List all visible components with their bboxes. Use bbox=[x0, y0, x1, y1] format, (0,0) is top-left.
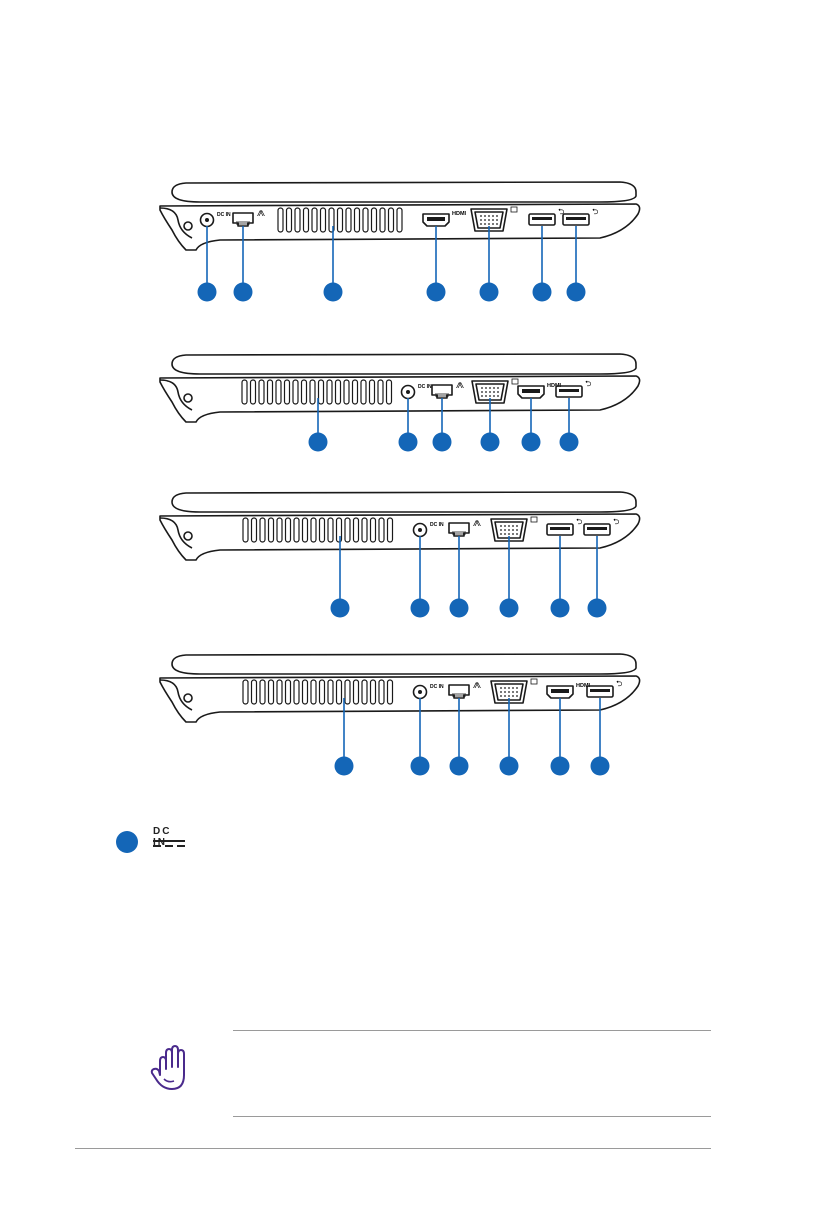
side-view-diagrams: DC IN ⨇ HDMI ⮌ ⮌ DC IN ⨇ HDMI ⮌ DC IN ⨇ ⮌ ⮌ DC IN ⨇ HDM… bbox=[159, 181, 641, 776]
callout-dot bbox=[449, 756, 469, 776]
usb-port bbox=[586, 685, 614, 698]
callout-dot-icon bbox=[116, 831, 138, 853]
laptop-base bbox=[159, 375, 641, 423]
air-vents bbox=[242, 517, 249, 543]
svg-text:DC IN: DC IN bbox=[430, 522, 444, 528]
svg-text:HDMI: HDMI bbox=[576, 683, 591, 689]
lan-port bbox=[448, 522, 470, 537]
callout-dot bbox=[410, 756, 430, 776]
laptop-lid bbox=[171, 181, 637, 203]
vga-icon bbox=[510, 206, 518, 213]
callout-dot bbox=[323, 282, 343, 302]
display-output bbox=[490, 680, 528, 704]
left-side-view-4: DC IN ⨇ HDMI ⮌ bbox=[159, 653, 641, 776]
laptop-base bbox=[159, 675, 641, 723]
vga-icon bbox=[530, 516, 538, 523]
footer-rule bbox=[75, 1148, 711, 1149]
lan-port bbox=[232, 212, 254, 227]
usb-port bbox=[583, 523, 611, 536]
callout-dot bbox=[587, 598, 607, 618]
vga-icon bbox=[530, 678, 538, 685]
callout-dot bbox=[233, 282, 253, 302]
usb-port bbox=[546, 523, 574, 536]
svg-text:DC IN: DC IN bbox=[217, 212, 231, 218]
lan-port bbox=[431, 384, 453, 399]
hdmi-port bbox=[546, 685, 574, 699]
callout-dot bbox=[330, 598, 350, 618]
left-side-view-3: DC IN ⨇ ⮌ ⮌ bbox=[159, 491, 641, 618]
callout-dot bbox=[499, 598, 519, 618]
usb-icon: ⮌ bbox=[585, 379, 591, 388]
callout-dot bbox=[532, 282, 552, 302]
display-output bbox=[471, 380, 509, 404]
laptop-base bbox=[159, 203, 641, 251]
lan-icon: ⨇ bbox=[473, 519, 481, 528]
laptop-lid bbox=[171, 491, 637, 513]
usb-port bbox=[562, 213, 590, 226]
callout-dot bbox=[521, 432, 541, 452]
hdmi-port bbox=[422, 213, 450, 227]
dc-in-icon-label: DC IN bbox=[153, 826, 172, 848]
air-vents bbox=[277, 207, 284, 233]
callout-dot bbox=[499, 756, 519, 776]
callout-dot bbox=[308, 432, 328, 452]
callout-dot bbox=[479, 282, 499, 302]
svg-text:HDMI: HDMI bbox=[452, 211, 467, 217]
dc-in-icon bbox=[153, 840, 185, 847]
callout-dot bbox=[426, 282, 446, 302]
svg-text:HDMI: HDMI bbox=[547, 383, 562, 389]
callout-dot bbox=[432, 432, 452, 452]
svg-text:DC IN: DC IN bbox=[430, 684, 444, 690]
callout-dot bbox=[559, 432, 579, 452]
lan-icon: ⨇ bbox=[473, 681, 481, 690]
note-rule-top bbox=[233, 1030, 711, 1031]
usb-icon: ⮌ bbox=[613, 517, 619, 526]
usb-port bbox=[555, 385, 583, 398]
callout-dot bbox=[398, 432, 418, 452]
display-output bbox=[490, 518, 528, 542]
left-side-view-2: DC IN ⨇ HDMI ⮌ bbox=[159, 353, 641, 452]
usb-icon: ⮌ bbox=[558, 207, 564, 216]
air-vents bbox=[242, 679, 249, 705]
callout-dot bbox=[590, 756, 610, 776]
callout-dot bbox=[550, 756, 570, 776]
lan-port bbox=[448, 684, 470, 699]
svg-text:DC IN: DC IN bbox=[418, 384, 432, 390]
hdmi-port bbox=[517, 385, 545, 399]
usb-icon: ⮌ bbox=[616, 679, 622, 688]
lan-icon: ⨇ bbox=[257, 209, 265, 218]
usb-icon: ⮌ bbox=[592, 207, 598, 216]
lan-icon: ⨇ bbox=[456, 381, 464, 390]
callout-dot bbox=[449, 598, 469, 618]
note-rule-bottom bbox=[233, 1116, 711, 1117]
laptop-base bbox=[159, 513, 641, 561]
air-vents bbox=[241, 379, 248, 405]
usb-icon: ⮌ bbox=[576, 517, 582, 526]
left-side-view-1: DC IN ⨇ HDMI ⮌ ⮌ bbox=[159, 181, 641, 302]
usb-port bbox=[528, 213, 556, 226]
vga-icon bbox=[511, 378, 519, 385]
callout-dot bbox=[566, 282, 586, 302]
callout-dot bbox=[410, 598, 430, 618]
display-output bbox=[470, 208, 508, 232]
callout-dot bbox=[550, 598, 570, 618]
caution-hand-icon bbox=[150, 1045, 185, 1090]
laptop-lid bbox=[171, 653, 637, 675]
callout-dot bbox=[480, 432, 500, 452]
callout-dot bbox=[197, 282, 217, 302]
callout-dot bbox=[334, 756, 354, 776]
dc-in-legend: DC IN bbox=[113, 826, 189, 856]
laptop-lid bbox=[171, 353, 637, 375]
